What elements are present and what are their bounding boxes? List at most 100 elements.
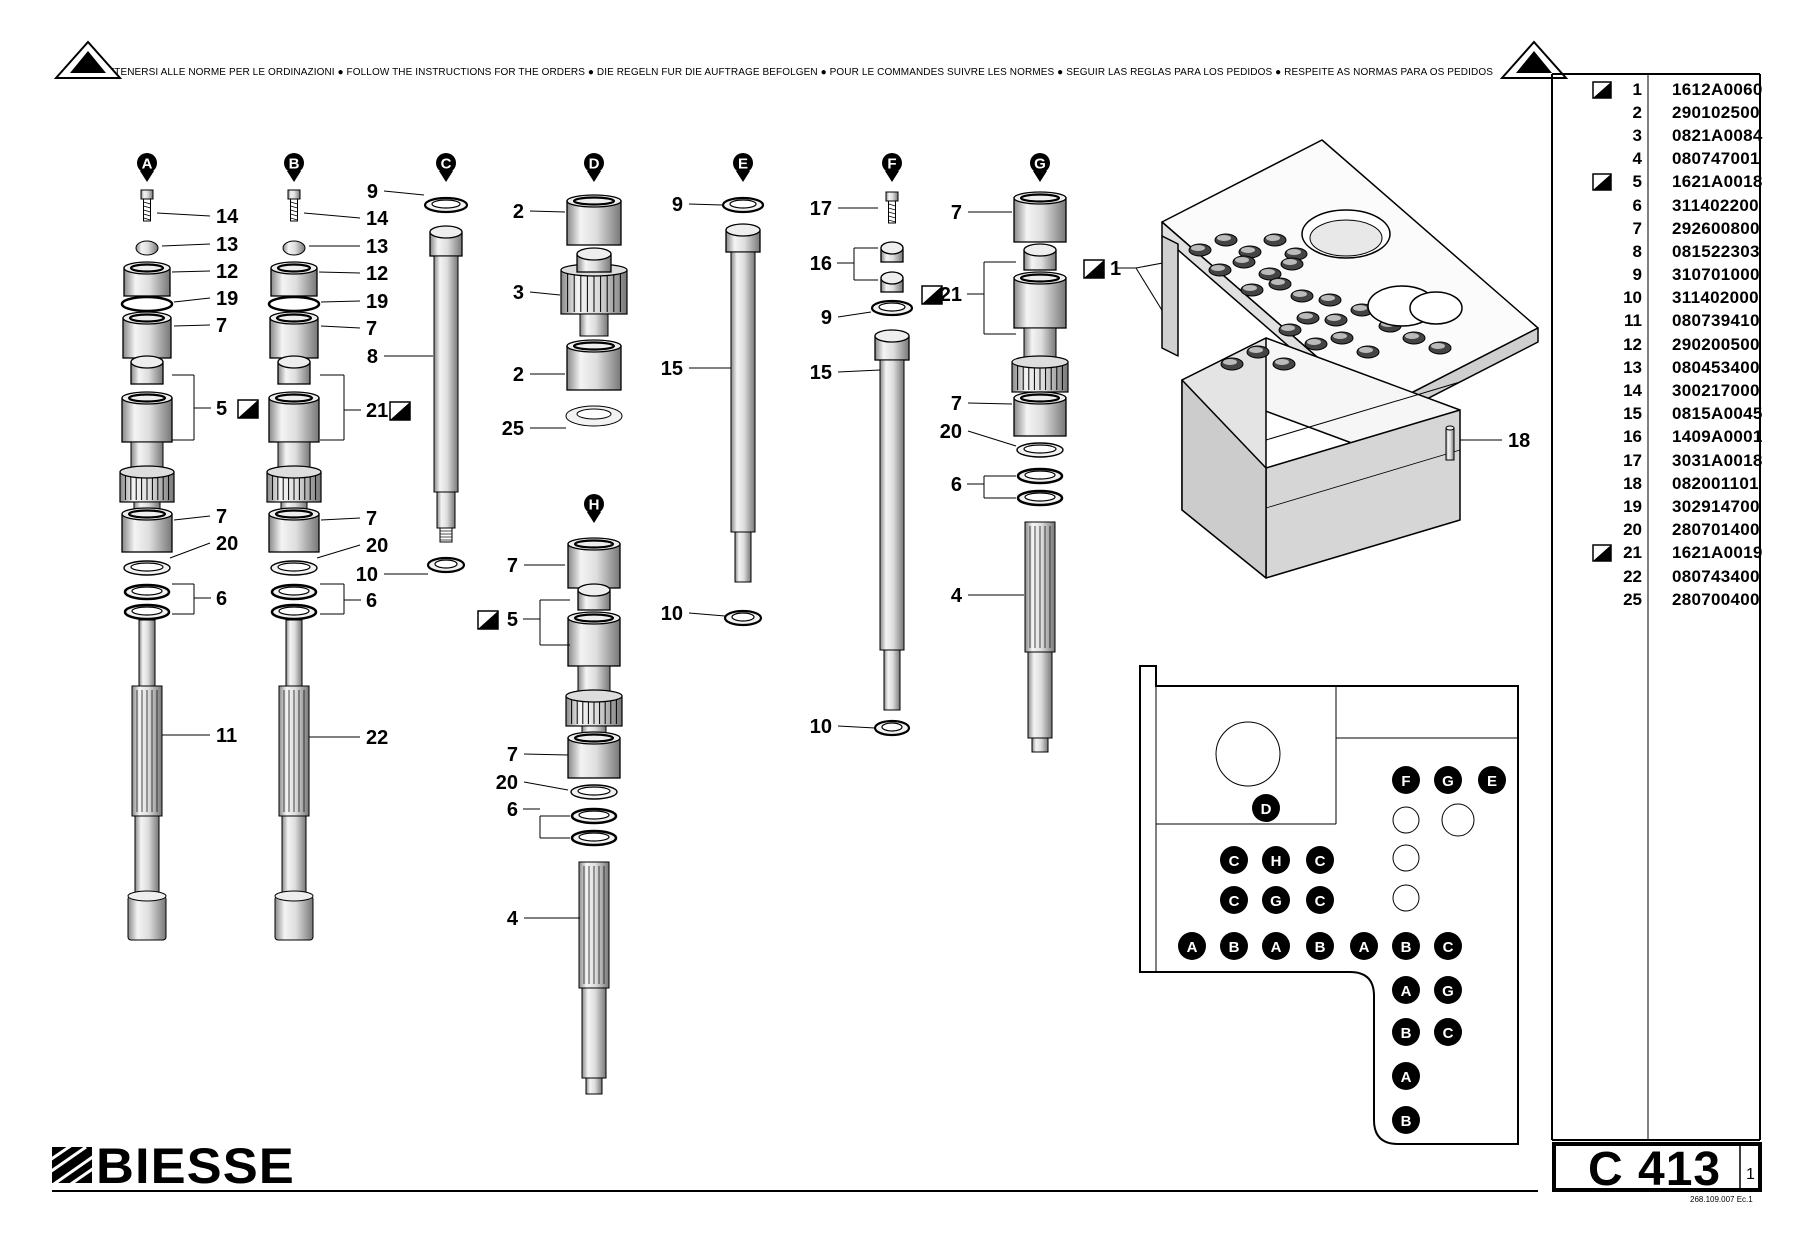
callout-number: 3 bbox=[513, 282, 524, 304]
bore-hole-shade bbox=[1211, 265, 1225, 271]
bearing-race bbox=[129, 263, 165, 273]
ring-inner bbox=[577, 786, 611, 796]
bubble-disc bbox=[733, 153, 753, 173]
bore-hole-shade bbox=[1223, 359, 1237, 365]
leader-line bbox=[173, 324, 211, 327]
leader-line bbox=[967, 402, 1013, 405]
part-ref: 3 bbox=[1632, 125, 1642, 145]
callout-number: 9 bbox=[367, 181, 378, 203]
shaft-body bbox=[1027, 651, 1053, 739]
callout: 4 bbox=[951, 585, 1024, 607]
callout-number: 19 bbox=[366, 291, 388, 313]
brand-name: BIESSE bbox=[96, 1138, 295, 1194]
callout: 22 bbox=[309, 727, 388, 749]
shaft-15 bbox=[879, 359, 905, 651]
part-ref: 8 bbox=[1632, 241, 1642, 261]
map-marker-g: G bbox=[1434, 976, 1462, 1004]
bubble-letter: B bbox=[289, 156, 300, 173]
part-code: 1409A0001 bbox=[1672, 427, 1763, 447]
shaft-end bbox=[274, 895, 314, 941]
screw-thread bbox=[143, 205, 151, 209]
kit-marker-icon bbox=[1592, 544, 1612, 563]
cylinder-top bbox=[880, 241, 904, 255]
spindle-assembly-e: E bbox=[721, 153, 765, 627]
assembly-bubble-e: E bbox=[733, 153, 753, 182]
callout: 9 bbox=[821, 307, 872, 329]
bore-hole-shade bbox=[1431, 343, 1445, 349]
spindle-assembly-g: G bbox=[1011, 153, 1069, 753]
bubble-pointer bbox=[736, 171, 750, 182]
map-marker-d: D bbox=[1252, 794, 1280, 822]
map-marker-disc bbox=[1306, 886, 1334, 914]
assembly-bubble-f: F bbox=[882, 153, 902, 182]
kit-marker-icon bbox=[1592, 80, 1612, 99]
ring-inner bbox=[1024, 492, 1056, 502]
callout-number: 4 bbox=[951, 585, 963, 607]
callout: 1 bbox=[1083, 258, 1169, 321]
bore-hole-shade bbox=[1235, 257, 1249, 263]
screw-thread bbox=[290, 217, 298, 221]
screw-thread bbox=[888, 203, 896, 207]
bubble-disc bbox=[584, 153, 604, 173]
bearing-race bbox=[1019, 193, 1061, 203]
spindle-assembly-c: C bbox=[423, 153, 469, 574]
leader-line bbox=[320, 300, 361, 303]
warning-triangle-icon bbox=[1499, 40, 1569, 79]
callout-number: 17 bbox=[810, 198, 832, 220]
callout-number: 7 bbox=[366, 318, 377, 340]
part-ref: 9 bbox=[1632, 265, 1642, 285]
part-code: 302914700 bbox=[1672, 496, 1760, 516]
map-marker-letter: D bbox=[1261, 801, 1272, 818]
ring-inner bbox=[881, 722, 903, 732]
assembly-bubble-h: H bbox=[584, 494, 604, 523]
map-marker-disc bbox=[1478, 766, 1506, 794]
map-marker-letter: B bbox=[1401, 1025, 1412, 1042]
washer-13 bbox=[135, 240, 159, 256]
part-ref: 18 bbox=[1623, 473, 1642, 493]
bearing-race bbox=[128, 313, 166, 323]
map-marker-letter: A bbox=[1401, 1069, 1412, 1086]
screw-thread bbox=[888, 219, 896, 223]
bore-hole-shade bbox=[1217, 235, 1231, 241]
bubble-disc bbox=[882, 153, 902, 173]
map-marker-disc bbox=[1252, 794, 1280, 822]
bubble-disc bbox=[284, 153, 304, 173]
housing-lower-side bbox=[1181, 379, 1267, 579]
ring-inner bbox=[731, 612, 755, 622]
callout: 20 bbox=[940, 421, 1017, 447]
map-marker-disc bbox=[1220, 932, 1248, 960]
cylinder-body bbox=[1013, 397, 1067, 437]
callout: 9 bbox=[672, 194, 723, 216]
part-code: 080747001 bbox=[1672, 149, 1760, 169]
map-marker-letter: F bbox=[1401, 773, 1410, 790]
bubble-disc bbox=[137, 153, 157, 173]
map-marker-disc bbox=[1306, 932, 1334, 960]
callout: 17 bbox=[810, 198, 878, 220]
bubble-letter: C bbox=[441, 156, 452, 173]
part-code: 080739410 bbox=[1672, 311, 1760, 331]
map-marker-a: A bbox=[1392, 976, 1420, 1004]
kit-marker-icon bbox=[477, 610, 499, 630]
part-code: 080453400 bbox=[1672, 357, 1760, 377]
ring-inner bbox=[278, 606, 310, 616]
bearing-race bbox=[274, 509, 314, 519]
callout: 14 bbox=[303, 208, 389, 230]
bore-hole-shade bbox=[1261, 269, 1275, 275]
map-marker-letter: E bbox=[1487, 773, 1497, 790]
callout: 15 bbox=[810, 362, 881, 384]
assembly-bubble-b: B bbox=[284, 153, 304, 182]
map-marker-letter: C bbox=[1229, 853, 1240, 870]
callout-number: 6 bbox=[951, 474, 962, 496]
leader-line bbox=[171, 270, 211, 273]
callout-number: 10 bbox=[356, 564, 378, 586]
gear-top bbox=[119, 465, 175, 479]
part-code: 290102500 bbox=[1672, 102, 1760, 122]
bubble-pointer bbox=[587, 171, 601, 182]
document-reference: 268.109.007 Ec.1 bbox=[1690, 1195, 1753, 1204]
assembly-bubble-g: G bbox=[1030, 153, 1050, 182]
